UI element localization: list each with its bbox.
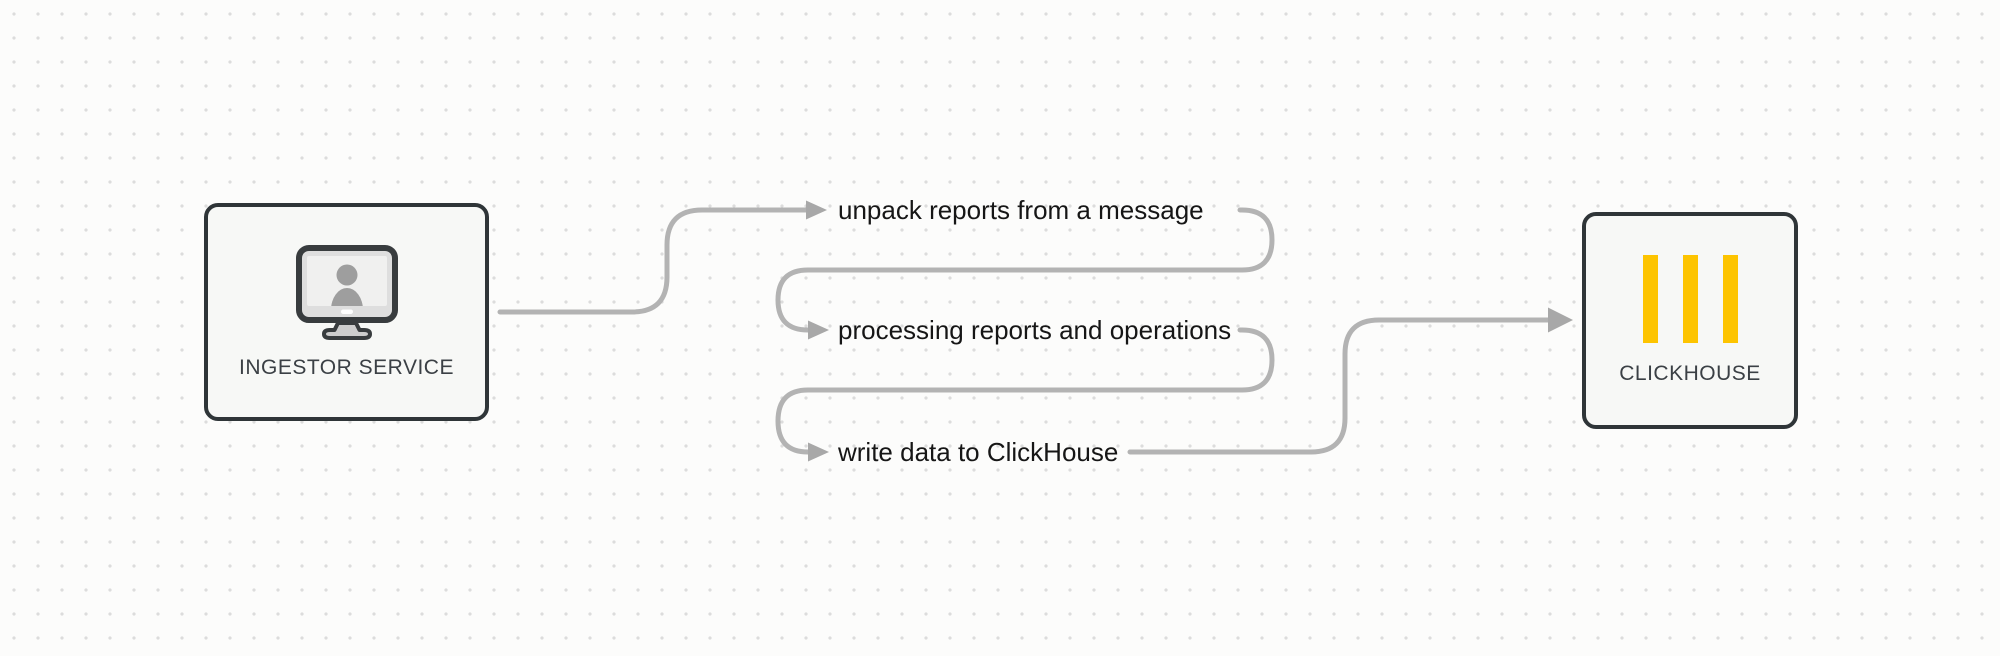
- clickhouse-bars-icon: [1642, 254, 1738, 343]
- node-label-ingestor: INGESTOR SERVICE: [239, 355, 454, 379]
- step-label-processing: processing reports and operations: [838, 315, 1232, 345]
- arrow-right-icon: [808, 442, 829, 462]
- connector-ingestor-to-step1: [497, 207, 809, 315]
- node-clickhouse: CLICKHOUSE: [1582, 212, 1798, 429]
- arrow-right-icon: [806, 200, 827, 220]
- connector-step1-to-step2: [775, 207, 1275, 333]
- node-label-clickhouse: CLICKHOUSE: [1619, 361, 1761, 385]
- step-label-write: write data to ClickHouse: [838, 437, 1119, 467]
- connector-step2-to-step3: [775, 327, 1275, 455]
- user-silhouette-icon: [330, 264, 363, 306]
- connector-step3-to-clickhouse: [1127, 317, 1551, 455]
- step-label-unpack: unpack reports from a message: [838, 195, 1204, 225]
- node-ingestor-service: INGESTOR SERVICE: [204, 203, 489, 421]
- monitor-user-icon: [295, 244, 398, 340]
- arrow-right-icon: [808, 320, 829, 340]
- arrow-right-icon: [1548, 307, 1573, 333]
